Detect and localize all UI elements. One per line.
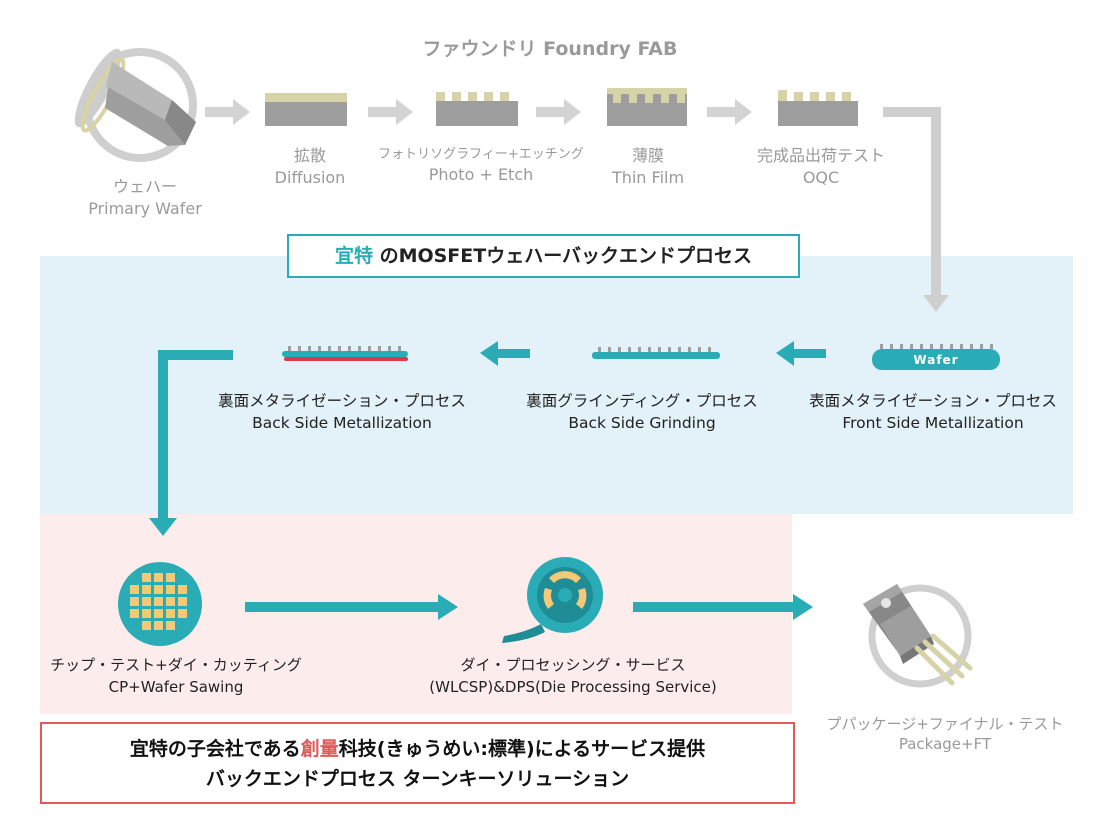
front-side-wafer-icon (872, 344, 1000, 370)
backend-arrow (480, 341, 530, 366)
backend-title-box: 宜特 のMOSFETウェハーバックエンドプロセス (287, 234, 800, 278)
backend-arrow (776, 341, 826, 366)
service-arrow (245, 594, 458, 620)
step-thin-film: 薄膜 Thin Film (578, 145, 718, 188)
step-cp-wafer-sawing: チップ・テスト+ダイ・カッティング CP+Wafer Sawing (40, 655, 312, 699)
step-label-en: OQC (802, 167, 840, 187)
step-label-en: Front Side Metallization (842, 414, 1024, 433)
service-arrow (633, 594, 813, 620)
step-primary-wafer: ウェハー Primary Wafer (60, 176, 230, 219)
primary-wafer-icon (74, 48, 197, 162)
backend-to-service-arrow (149, 350, 233, 536)
subsidiary-name: 創量 (300, 738, 339, 760)
step-label-en: (WLCSP)&DPS(Die Processing Service) (429, 677, 717, 696)
step-diffusion: 拡散 Diffusion (240, 145, 380, 188)
step-label-jp: チップ・テスト+ダイ・カッティング (50, 656, 302, 674)
step-label-jp: 完成品出荷テスト (756, 146, 885, 165)
step-label-jp: ダイ・プロセッシング・サービス (460, 656, 686, 674)
step-back-side-metallization: 裏面メタライゼーション・プロセス Back Side Metallization (196, 390, 488, 435)
step-label-en: Diffusion (274, 167, 346, 187)
company-name: 宜特 (334, 245, 373, 267)
step-label-jp: ウェハー (112, 177, 177, 196)
step-label-en: CP+Wafer Sawing (108, 677, 244, 696)
step-label-en: Photo + Etch (428, 165, 534, 184)
fab-arrow (368, 99, 413, 125)
step-die-processing-service: ダイ・プロセッシング・サービス (WLCSP)&DPS(Die Processi… (400, 655, 746, 699)
chip-test-wafer-icon (118, 562, 202, 646)
wafer-label: Wafer (913, 353, 959, 367)
fab-arrow (707, 99, 752, 125)
step-label-en: Back Side Metallization (252, 414, 432, 433)
step-label-jp: 表面メタライゼーション・プロセス (809, 392, 1057, 410)
oqc-wafer-icon (778, 90, 858, 126)
step-label-jp: 薄膜 (631, 146, 664, 165)
step-label-jp: 拡散 (293, 146, 326, 165)
die-tape-reel-icon (502, 557, 603, 643)
step-label-jp: 裏面メタライゼーション・プロセス (218, 392, 466, 410)
back-metallization-wafer-icon (282, 346, 408, 361)
footer-text: 科技(きゅうめい:標準)によるサービス提供 (338, 738, 706, 760)
step-label-jp: 裏面グラインディング・プロセス (526, 392, 758, 410)
diffusion-wafer-icon (265, 93, 347, 126)
step-package-ft: プパッケージ+ファイナル・テスト Package+FT (810, 714, 1080, 755)
turnkey-solution-box: 宜特の子会社である創量科技(きゅうめい:標準)によるサービス提供 バックエンドプ… (40, 722, 795, 804)
photo-etch-wafer-icon (436, 92, 518, 126)
step-oqc: 完成品出荷テスト OQC (740, 145, 902, 188)
fab-to-backend-arrow (883, 107, 949, 312)
step-label-en: Thin Film (611, 167, 685, 187)
footer-line-1: 宜特の子会社である創量科技(きゅうめい:標準)によるサービス提供 (42, 734, 793, 764)
step-label-jp: フォトリソグラフィー+エッチング (378, 147, 584, 162)
thin-film-wafer-icon (607, 88, 687, 126)
fab-arrow (536, 99, 581, 125)
backend-process-area (40, 256, 1073, 514)
foundry-fab-title: ファウンドリ Foundry FAB (422, 38, 678, 60)
footer-line-2: バックエンドプロセス ターンキーソリューション (205, 768, 630, 790)
step-back-side-grinding: 裏面グラインディング・プロセス Back Side Grinding (504, 390, 780, 435)
step-label-en: Package+FT (898, 735, 992, 754)
step-label-en: Back Side Grinding (568, 414, 716, 433)
fab-arrow (205, 99, 250, 125)
back-grinding-wafer-icon (592, 347, 720, 359)
step-label-en: Primary Wafer (88, 198, 202, 218)
step-label-jp: プパッケージ+ファイナル・テスト (826, 715, 1064, 733)
step-photo-etch: フォトリソグラフィー+エッチング Photo + Etch (360, 145, 602, 186)
package-icon (863, 584, 973, 688)
footer-text: 宜特の子会社である (129, 738, 301, 760)
backend-title-text: のMOSFETウェハーバックエンドプロセス (372, 245, 753, 267)
step-front-side-metallization: 表面メタライゼーション・プロセス Front Side Metallizatio… (796, 390, 1070, 435)
